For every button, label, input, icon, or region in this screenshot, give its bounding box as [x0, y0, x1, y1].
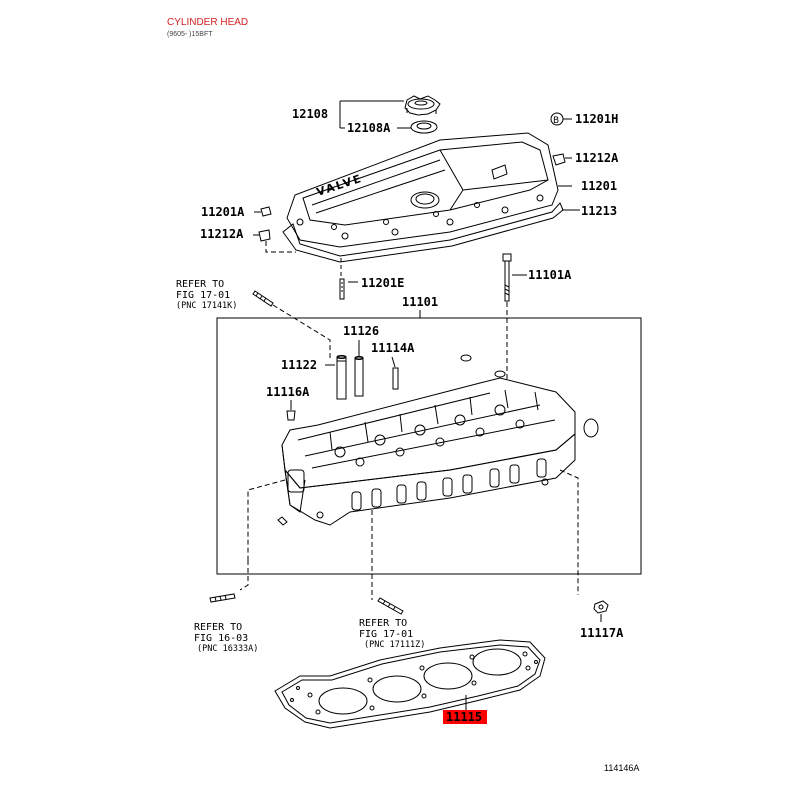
label-11213[interactable]: 11213 [581, 204, 617, 218]
label-11116A[interactable]: 11116A [266, 385, 310, 399]
cylinder-head-gasket[interactable] [274, 639, 546, 729]
label-11201E[interactable]: 11201E [361, 276, 404, 290]
label-11101A[interactable]: 11101A [528, 268, 572, 282]
cylinder-head-frame [216, 317, 642, 575]
label-11212A-right[interactable]: 11212A [575, 151, 619, 165]
reference-stud-center[interactable] [377, 597, 404, 615]
ref2-line1: REFER TO [194, 622, 242, 633]
dashed-right-head [559, 469, 579, 595]
label-12108[interactable]: 12108 [292, 107, 328, 121]
label-11212A-left[interactable]: 11212A [200, 227, 244, 241]
reference-stud-left[interactable] [209, 593, 236, 603]
callout-letter: B [553, 116, 559, 126]
label-11115-highlight [443, 710, 487, 724]
dashed-line-left-cover [265, 241, 296, 253]
leader-11114A [391, 356, 396, 368]
figure-number: 114146A [604, 763, 640, 773]
label-11126[interactable]: 11126 [343, 324, 379, 338]
ref1-line1: REFER TO [176, 279, 224, 290]
valve-guide-bushing[interactable] [336, 355, 347, 400]
ref2-line3: (PNC 16333A) [197, 644, 258, 654]
oil-filler-cap-gasket[interactable] [410, 120, 438, 134]
reference-stud-top[interactable] [252, 290, 274, 307]
head-bolt[interactable] [502, 253, 512, 302]
cylinder-head-cover-gasket[interactable] [282, 202, 564, 263]
diagram-title: CYLINDER HEAD [167, 17, 249, 28]
drain-plug[interactable] [593, 600, 609, 614]
label-11122[interactable]: 11122 [281, 358, 317, 372]
label-11101[interactable]: 11101 [402, 295, 438, 309]
label-11115[interactable]: 11115 [446, 710, 482, 724]
oil-filler-cap[interactable] [404, 95, 441, 116]
label-11201H[interactable]: 11201H [575, 112, 618, 126]
ref2-line2[interactable]: FIG 16-03 [194, 633, 248, 644]
label-11114A[interactable]: 11114A [371, 341, 415, 355]
diagram-subtitle: (9605- )15BFT [167, 31, 213, 38]
cover-nut-left[interactable] [260, 206, 272, 217]
label-11201A[interactable]: 11201A [201, 205, 245, 219]
cylinder-head[interactable] [281, 377, 576, 526]
label-12108A[interactable]: 12108A [347, 121, 391, 135]
ref1-line2[interactable]: FIG 17-01 [176, 290, 230, 301]
plug[interactable] [286, 410, 296, 421]
valve-guide[interactable] [354, 356, 364, 397]
ref3-line2[interactable]: FIG 17-01 [359, 629, 413, 640]
ref3-line1: REFER TO [359, 618, 407, 629]
dowel-left[interactable] [277, 516, 288, 526]
grommet-right[interactable] [552, 153, 566, 166]
side-plug[interactable] [583, 418, 599, 438]
label-11201[interactable]: 11201 [581, 179, 617, 193]
ring-pin[interactable] [392, 367, 399, 390]
cover-stud[interactable] [339, 278, 345, 300]
cylinder-head-cover[interactable] [286, 132, 559, 248]
dashed-ref1 [272, 304, 331, 358]
dowel-top[interactable] [460, 354, 506, 378]
leader-12108 [339, 100, 404, 129]
label-11117A[interactable]: 11117A [580, 626, 624, 640]
dashed-left-head [239, 479, 286, 591]
grommet-left[interactable] [258, 229, 271, 242]
ref1-line3: (PNC 17141K) [176, 301, 237, 311]
ref3-line3: (PNC 17111Z) [364, 640, 425, 650]
